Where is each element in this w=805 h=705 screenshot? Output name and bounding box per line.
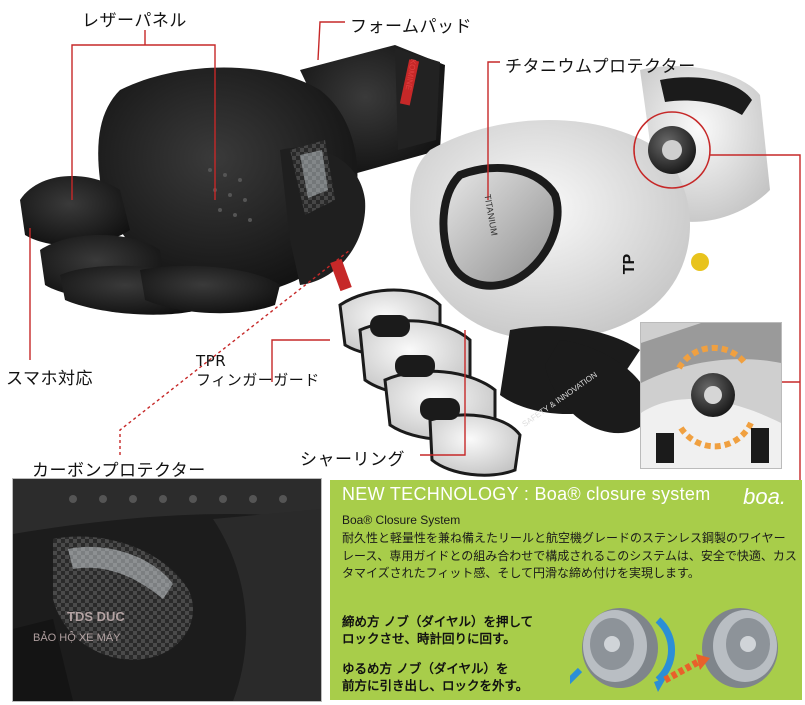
carbon-protector-detail: TDS DUC BẢO HỘ XE MÁY <box>12 478 322 702</box>
watermark-line2: BẢO HỘ XE MÁY <box>33 632 121 644</box>
boa-dial-detail <box>640 322 782 469</box>
label-shirring: シャーリング <box>300 450 405 470</box>
label-carbon-protector: カーボンプロテクター <box>32 461 206 481</box>
boa-dial-diagram <box>570 608 778 692</box>
boa-description: 耐久性と軽量性を兼ね備えたリールと航空機グレードのステンレス鋼製のワイヤーレース… <box>342 531 797 580</box>
label-titanium-protector: チタニウムプロテクター <box>505 57 696 77</box>
white-glove <box>338 66 770 477</box>
black-glove <box>20 45 445 315</box>
label-tpr-line2: フィンガーガード <box>196 371 320 389</box>
boa-logo: boa. <box>743 484 786 509</box>
label-smartphone: スマホ対応 <box>6 369 93 389</box>
boa-loosen-instruction: ゆるめ方 ノブ（ダイヤル）を 前方に引き出し、ロックを外す。 <box>342 661 529 693</box>
label-leather-panel: レザーパネル <box>82 11 187 31</box>
boa-title: NEW TECHNOLOGY : Boa® closure system <box>342 484 711 504</box>
label-tpr-finger-guard: TPR フィンガーガード <box>196 352 320 390</box>
tp-print: TP <box>621 253 639 275</box>
label-tpr-line1: TPR <box>196 352 227 370</box>
boa-tighten-instruction: 締め方 ノブ（ダイヤル）を押して ロックさせ、時計回りに回す。 <box>342 614 534 646</box>
label-foam-pad: フォームパッド <box>350 17 472 37</box>
watermark-line1: TDS DUC <box>67 609 125 624</box>
watermark: TDS DUC BẢO HỘ XE MÁY <box>33 609 125 644</box>
boa-subtitle: Boa® Closure System <box>342 513 461 527</box>
boa-info-panel: NEW TECHNOLOGY : Boa® closure system boa… <box>330 480 802 700</box>
